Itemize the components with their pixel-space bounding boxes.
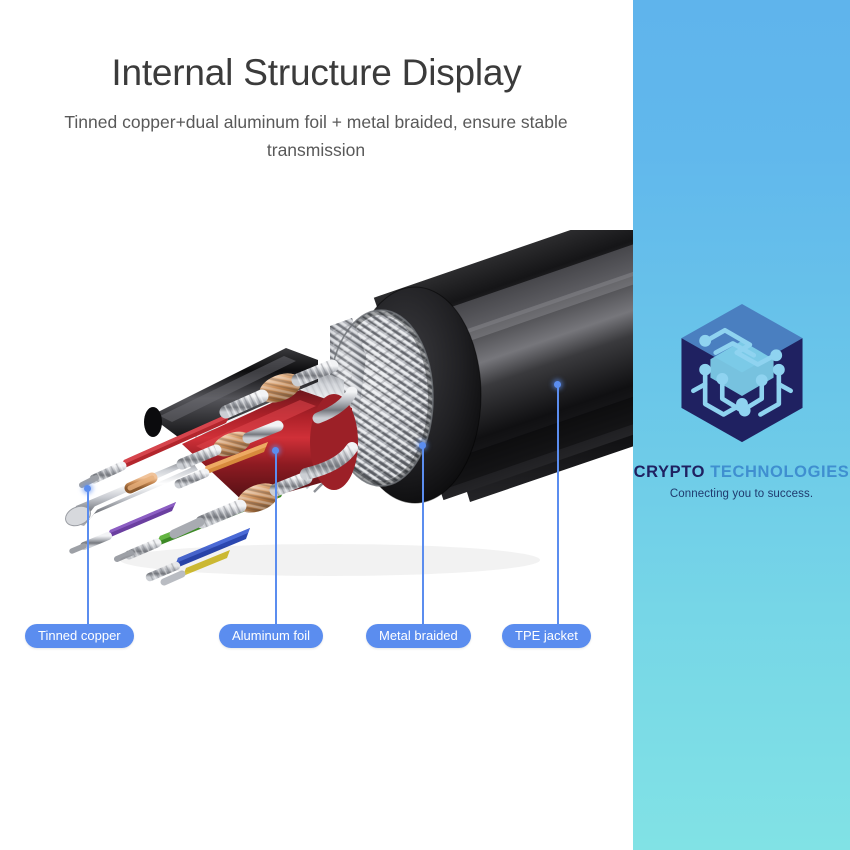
tinned-copper-bundle-lower <box>169 471 313 539</box>
tinned-copper-layer <box>65 359 358 586</box>
crypto-cube-circuit-logo-icon <box>680 303 803 443</box>
wire-blue <box>145 528 250 582</box>
left-foil-sheath <box>65 458 198 527</box>
callout-label-aluminum-foil[interactable]: Aluminum foil <box>219 624 324 648</box>
wire-red <box>79 412 232 488</box>
callout-leader-tpe-jacket <box>557 384 559 624</box>
callout-label-tpe-jacket[interactable]: TPE jacket <box>502 624 591 648</box>
cable-cutaway-illustration <box>0 230 660 600</box>
callout-layer: Tinned copper Aluminum foil Metal braide… <box>25 381 591 648</box>
brand-wordmark: CRYPTO TECHNOLOGIES <box>634 464 850 481</box>
tinned-copper-bundle-middle <box>176 420 284 470</box>
brand-lockup: CRYPTO TECHNOLOGIES Connecting you to su… <box>633 300 850 500</box>
brand-name-part2: TECHNOLOGIES <box>710 463 850 481</box>
brand-tagline: Connecting you to success. <box>669 487 814 500</box>
cable-svg <box>65 230 660 586</box>
callout-leader-metal-braided <box>422 445 424 624</box>
page-subtitle: Tinned copper+dual aluminum foil + metal… <box>64 112 568 161</box>
callout-leader-aluminum-foil <box>275 450 277 624</box>
wire-orange <box>174 442 268 489</box>
callout-label-metal-braided[interactable]: Metal braided <box>366 624 471 648</box>
page-title: Internal Structure Display <box>111 52 522 93</box>
callout-leader-tinned-copper <box>87 488 89 624</box>
callout-label-tinned-copper[interactable]: Tinned copper <box>25 624 134 648</box>
brand-name-part1: CRYPTO <box>633 463 706 481</box>
inner-black-subcable <box>144 348 318 440</box>
tinned-copper-bundle-upper <box>219 359 339 419</box>
wire-yellow <box>160 550 230 586</box>
brand-panel: CRYPTO TECHNOLOGIES Connecting you to su… <box>633 0 850 850</box>
